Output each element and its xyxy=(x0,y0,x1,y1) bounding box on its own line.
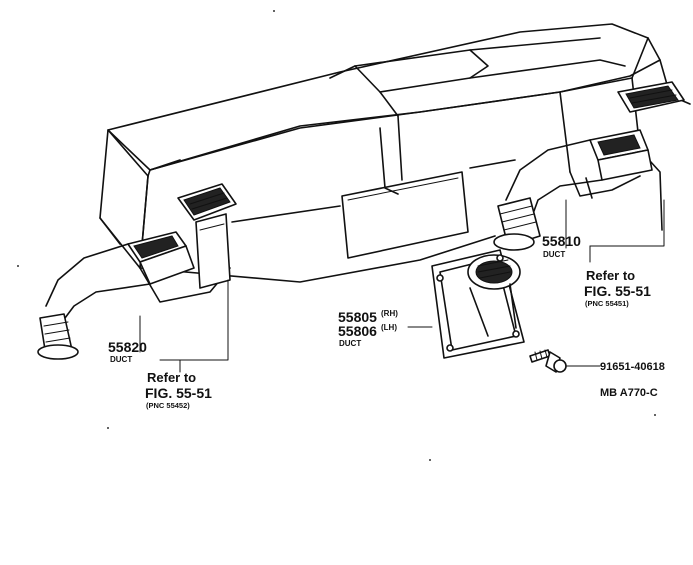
duct-55820 xyxy=(37,213,231,360)
part-number-55820: 55820 xyxy=(108,339,147,355)
caption-duct-center: DUCT xyxy=(339,339,361,348)
instrument-panel xyxy=(99,23,691,303)
part-number-91651-40618: 91651-40618 xyxy=(600,361,665,373)
pnc-ref-left: (PNC 55452) xyxy=(146,401,190,410)
callout-duct-left: 55820 DUCT xyxy=(108,339,147,364)
reference-left: Refer to FIG. 55-51 (PNC 55452) xyxy=(145,370,212,410)
suffix-lh: (LH) xyxy=(381,323,397,332)
figure-code: MB A770-C xyxy=(600,387,658,399)
leader-lines xyxy=(139,199,665,373)
part-number-55806: 55806 xyxy=(338,323,377,339)
bolt-91651-40618 xyxy=(529,349,567,373)
callout-duct-center: 55805 (RH) 55806 (LH) DUCT xyxy=(338,309,398,348)
scan-specks xyxy=(17,10,656,461)
pnc-ref-right: (PNC 55451) xyxy=(585,299,629,308)
left-vent-grille xyxy=(177,183,237,221)
refer-to-left: Refer to xyxy=(147,370,196,385)
caption-duct-right: DUCT xyxy=(543,250,565,259)
duct-55810 xyxy=(493,129,653,251)
fig-ref-right: FIG. 55-51 xyxy=(584,283,651,299)
part-number-55805: 55805 xyxy=(338,309,377,325)
caption-duct-left: DUCT xyxy=(110,355,132,364)
reference-right: Refer to FIG. 55-51 (PNC 55451) xyxy=(584,268,651,308)
duct-55805-55806 xyxy=(431,249,525,359)
suffix-rh: (RH) xyxy=(381,309,398,318)
part-number-55810: 55810 xyxy=(542,233,581,249)
right-upper-vent-grille xyxy=(617,81,685,113)
refer-to-right: Refer to xyxy=(586,268,635,283)
fig-ref-left: FIG. 55-51 xyxy=(145,385,212,401)
callout-duct-right: 55810 DUCT xyxy=(542,233,581,259)
